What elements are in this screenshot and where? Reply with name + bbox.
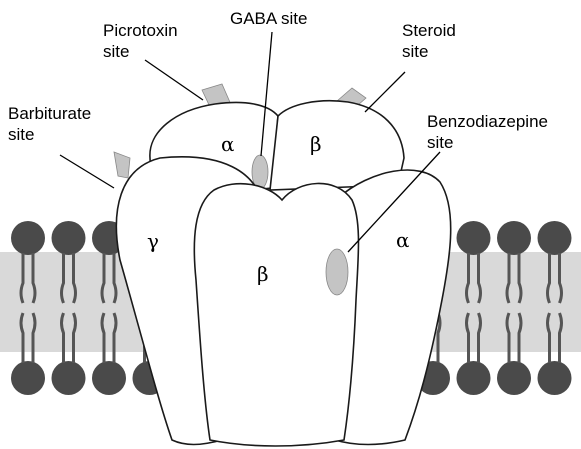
picrotoxin-label-line2: site xyxy=(103,41,178,62)
lipid-head xyxy=(11,221,45,255)
lipid-head xyxy=(52,361,86,395)
barbiturate-leader-line xyxy=(60,155,114,188)
lipid-head xyxy=(457,361,491,395)
gaba-label-text: GABA site xyxy=(230,8,307,29)
benzodiazepine-label: Benzodiazepine site xyxy=(427,111,548,153)
benzodiazepine-label-line2: site xyxy=(427,132,548,153)
subunit-label-back-alpha: α xyxy=(221,133,235,155)
barbiturate-label-line2: site xyxy=(8,124,91,145)
steroid-leader-line xyxy=(365,72,405,112)
benzodiazepine-label-line1: Benzodiazepine xyxy=(427,111,548,132)
steroid-label: Steroid site xyxy=(402,20,456,62)
barbiturate-site-marker xyxy=(114,152,130,178)
lipid-head xyxy=(52,221,86,255)
lipid-head xyxy=(538,361,572,395)
lipid-head xyxy=(11,361,45,395)
subunit-label-center-beta: β xyxy=(257,263,269,285)
steroid-label-line1: Steroid xyxy=(402,20,456,41)
lipid-head xyxy=(497,221,531,255)
subunit-center-beta xyxy=(194,183,358,446)
steroid-label-line2: site xyxy=(402,41,456,62)
barbiturate-label-line1: Barbiturate xyxy=(8,103,91,124)
subunit-label-right-alpha: α xyxy=(396,229,410,251)
picrotoxin-label: Picrotoxin site xyxy=(103,20,178,62)
subunit-label-gamma: γ xyxy=(147,230,159,252)
gaba-label: GABA site xyxy=(230,8,307,29)
picrotoxin-label-line1: Picrotoxin xyxy=(103,20,178,41)
barbiturate-label: Barbiturate site xyxy=(8,103,91,145)
subunit-label-back-beta: β xyxy=(310,133,322,155)
lipid-head xyxy=(538,221,572,255)
lipid-head xyxy=(92,361,126,395)
lipid-head xyxy=(457,221,491,255)
benzodiazepine-site-marker xyxy=(326,249,348,295)
picrotoxin-leader-line xyxy=(145,60,203,100)
lipid-head xyxy=(497,361,531,395)
